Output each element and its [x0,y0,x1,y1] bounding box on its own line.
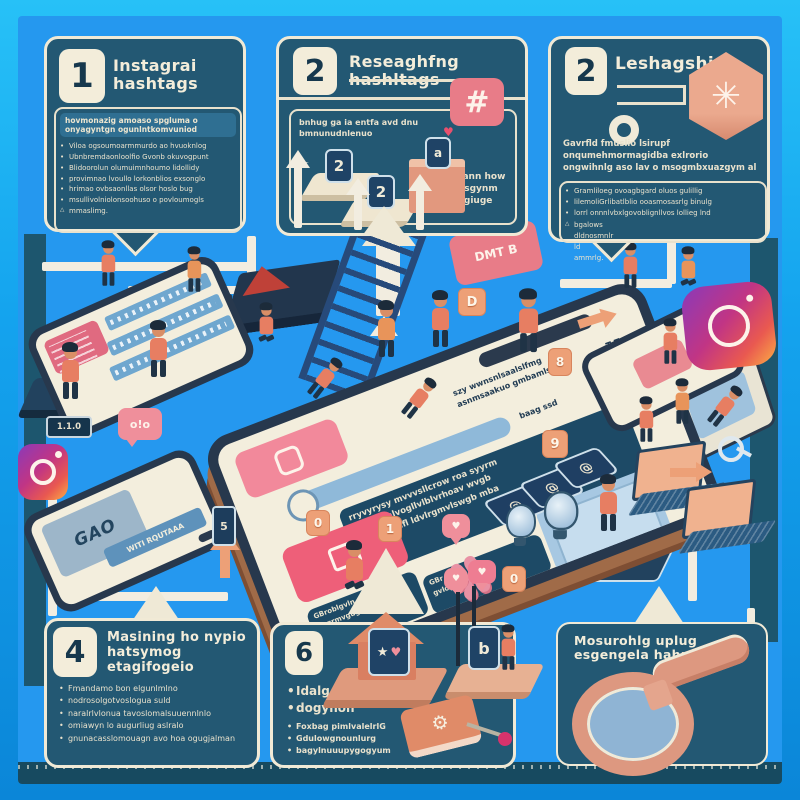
panel2-number-badge: 2 [293,47,337,95]
instagram-camera-icon [705,302,753,350]
panel1-bullet-list: Viloa ogsoumoarmmurdo ao hvuoknlog Ubnbr… [60,141,236,215]
panel2-divider [279,97,525,100]
panel3-bracket-line [617,85,686,105]
panel2-note: bnhug ga ia entfa avd dnu bmnunudnlenuo [299,118,419,139]
panel2-title-underline [349,79,469,82]
canister-tile: b [468,626,500,670]
connector-line [42,262,254,271]
search-label: baag ssd [518,397,559,421]
person-with-laptop [678,246,697,292]
pin-head-icon [498,732,512,746]
person-sitting [342,540,366,598]
person [498,624,517,670]
star-icon: ★ [376,644,389,660]
pole [456,592,460,666]
panel-intro-hashtags: 1 Instagrai hashtags hovmonazig amoaso s… [44,36,246,233]
heart-bubble: ♥ [468,560,496,591]
magnifier-lens [572,672,694,776]
panel6-secondary-list: Foxbag pimlvalelrlG Gdulowgnounlurg bagy… [287,721,391,757]
person [672,378,691,424]
panel2-title: Reseaghfng hashltags [349,52,459,90]
person [374,300,398,358]
up-arrow-head [408,174,432,191]
like-tile: ★ ♥ [368,628,410,676]
version-pill: 1.1.0 [46,416,92,438]
heart-bubble: ♥ [442,514,470,545]
instagram-logo-icon [679,279,779,373]
panel1-intro-box: hovmonazig amoaso spgluma o onyagyntgn o… [60,113,236,137]
panel1-title: Instagrai hashtags [113,56,198,94]
orange-right-arrow-stem [670,468,698,477]
big-up-arrow [634,586,684,624]
person [184,246,203,292]
digit-badge: 9 [542,430,568,458]
like-speech-bubble: o!o [118,408,162,447]
ring-icon [609,115,639,145]
panel3-number-badge: 2 [565,47,607,95]
connector-line [667,236,676,284]
up-arrow-stem [294,166,302,228]
person [660,318,679,364]
up-arrow-head [286,150,310,168]
person-with-laptop [256,302,275,348]
connector-line [688,505,697,601]
panel3-body: Gramliloeg ovoagbgard oluos gulillig lil… [559,181,767,262]
laptop-icon [677,478,777,555]
lightbulb-icon [506,504,536,546]
heart-icon: ♥ [443,125,454,139]
hashtag-badge-icon: # [450,78,504,126]
instagram-logo-icon [18,444,68,500]
panel1-number-badge: 1 [59,49,105,103]
number-tile: 2 [367,175,395,209]
person [596,474,620,532]
digit-badge: 0 [306,510,330,536]
person [98,240,117,286]
panel6-number-badge: 6 [285,631,323,675]
orange-up-arrow-stem [220,548,230,578]
digit-badge: D [458,288,486,316]
battery-widget: 5 [212,506,236,546]
panel-measuring-hashtags: Mosurohlg uplug esgengela hahugc [556,622,768,776]
digit-badge: 8 [548,348,572,376]
panel3-bullet-list: Gramliloeg ovoagbgard oluos gulillig lil… [565,186,761,262]
person [636,396,655,442]
panel3-intro: Gavrfld fmuslio lsirupf onqumehmormagidb… [563,139,757,173]
heart-bubble: ♥ [444,568,468,597]
digit-badge: 1 [378,516,402,542]
number-tile: 2 [325,149,353,183]
lightbulb-icon [543,491,579,540]
up-arrow-head [346,178,370,195]
infographic-canvas: 1 Instagrai hashtags hovmonazig amoaso s… [18,16,782,784]
panel4-number-badge: 4 [53,627,97,677]
orange-right-arrow-head [696,462,712,482]
panel-measuring-impact: 4 Masining ho nypio hatsymog etagifogeio… [44,618,260,768]
person [428,290,452,348]
camera-icon [272,443,306,478]
panel1-body: hovmonazig amoaso spgluma o onyagyntgn o… [54,107,242,233]
digit-badge: 0 [502,566,526,592]
big-up-arrow [362,206,406,236]
instagram-camera-icon [30,451,62,485]
up-arrow-stem [416,190,424,230]
person [146,320,170,378]
connector-line [560,279,672,288]
cube-tile: a [425,137,451,169]
person [620,242,639,288]
person [58,342,82,400]
panel4-title: Masining ho nypio hatsymog etagifogeio [107,630,246,675]
person [515,288,542,353]
panel4-bullet-list: Fmandamo bon elgunlmlno nodrosolgotvoslo… [59,683,245,745]
heart-icon: ♥ [390,645,402,659]
up-arrow-stem [354,194,362,230]
